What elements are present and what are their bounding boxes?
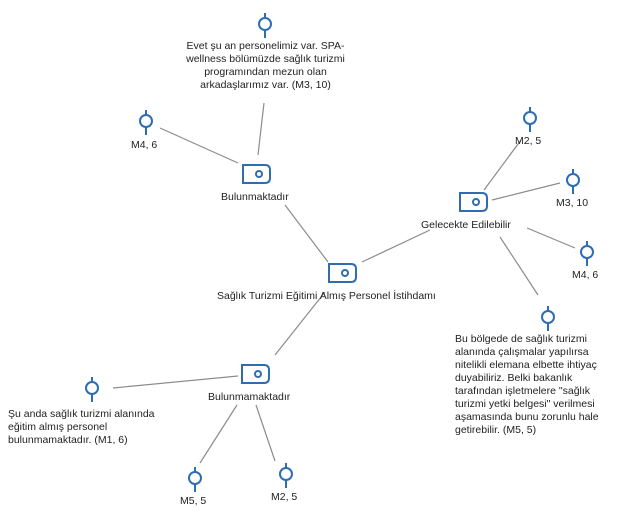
quote-line: nitelikli elemana elbette ihtiyaç: [455, 359, 597, 371]
code-label-bulunmaktadir[interactable]: Bulunmaktadır: [221, 191, 289, 203]
pin-icon-quote-right[interactable]: [541, 306, 555, 331]
tag-icon-center[interactable]: [328, 263, 357, 283]
pin-icon-quote-top[interactable]: [258, 13, 272, 38]
pin-icon-m2-5-bottom[interactable]: [279, 463, 293, 488]
edge-bulunmaktadir-m4-6: [159, 127, 239, 164]
quote-line: bulunmamaktadır. (M1, 6): [8, 434, 128, 446]
edge-gelecekte-quote-right: [499, 236, 539, 296]
quote-line: turizmi yetki belgesi" verilmesi: [455, 398, 595, 410]
pin-label-m4-6-right: M4, 6: [572, 269, 599, 281]
pin-icon-m5-5[interactable]: [188, 467, 202, 492]
edge-bulunmamaktadir-m2-5: [255, 404, 276, 462]
quote-line: programından mezun olan: [204, 66, 327, 78]
edge-bulunmamaktadir-m5-5: [199, 404, 238, 464]
quote-line: arkadaşlarımız var. (M3, 10): [200, 79, 331, 91]
tag-icon-bulunmamaktadir[interactable]: [241, 364, 270, 384]
pin-icon-m3-10[interactable]: [566, 169, 580, 194]
quote-line: Bu bölgede de sağlık turizmi: [455, 333, 587, 345]
pin-label-m5-5: M5, 5: [180, 495, 207, 507]
edge-bulunmamaktadir-quote-left: [112, 375, 239, 389]
tag-icon-bulunmaktadir[interactable]: [242, 164, 271, 184]
quote-line: getirebilir. (M5, 5): [455, 424, 537, 436]
pin-label-m3-10: M3, 10: [556, 197, 589, 209]
edge-gelecekte-m2-5: [483, 139, 522, 191]
quote-line: wellness bölümüzde sağlık turizmi: [186, 53, 345, 65]
pin-label-m4-6-top: M4, 6: [131, 139, 158, 151]
edge-center-bulunmamaktadir: [274, 291, 326, 356]
tag-icon-gelecekte[interactable]: [459, 192, 488, 212]
quote-line: eğitim almış personel: [8, 421, 108, 433]
pin-icon-quote-left[interactable]: [85, 377, 99, 402]
edge-gelecekte-m4-6: [526, 227, 576, 249]
pin-icon-m4-6-top[interactable]: [139, 110, 153, 135]
quote-line: tarafından işletmelere "sağlık: [455, 385, 591, 397]
quote-line: Şu anda sağlık turizmi alanında: [8, 408, 155, 420]
quote-top: Evet şu an personelimiz var. SPA- wellne…: [174, 40, 357, 92]
edge-center-bulunmaktadir: [284, 204, 329, 263]
code-label-gelecekte[interactable]: Gelecekte Edilebilir: [421, 219, 511, 231]
pin-icon-m4-6-right[interactable]: [580, 241, 594, 266]
quote-right: Bu bölgede de sağlık turizmi alanında ça…: [455, 333, 625, 437]
edge-center-gelecekte: [361, 229, 431, 263]
edge-gelecekte-m3-10: [491, 182, 561, 201]
quote-line: Evet şu an personelimiz var. SPA-: [186, 40, 345, 52]
code-label-bulunmamaktadir[interactable]: Bulunmamaktadır: [208, 391, 291, 403]
quote-line: aşamasında bunu zorunlu hale: [455, 411, 599, 423]
edges: [112, 102, 576, 464]
pin-icon-m2-5-right[interactable]: [523, 107, 537, 132]
pin-label-m2-5-right: M2, 5: [515, 135, 542, 147]
edge-bulunmaktadir-quote-top: [257, 102, 265, 156]
quote-line: alanında çalışmalar yapılırsa: [455, 346, 589, 358]
center-node-label[interactable]: Sağlık Turizmi Eğitimi Almış Personel İs…: [217, 290, 436, 302]
quote-left: Şu anda sağlık turizmi alanında eğitim a…: [8, 408, 198, 447]
pin-label-m2-5-bottom: M2, 5: [271, 491, 298, 503]
quote-line: duyabiliriz. Belki bakanlık: [455, 372, 573, 384]
